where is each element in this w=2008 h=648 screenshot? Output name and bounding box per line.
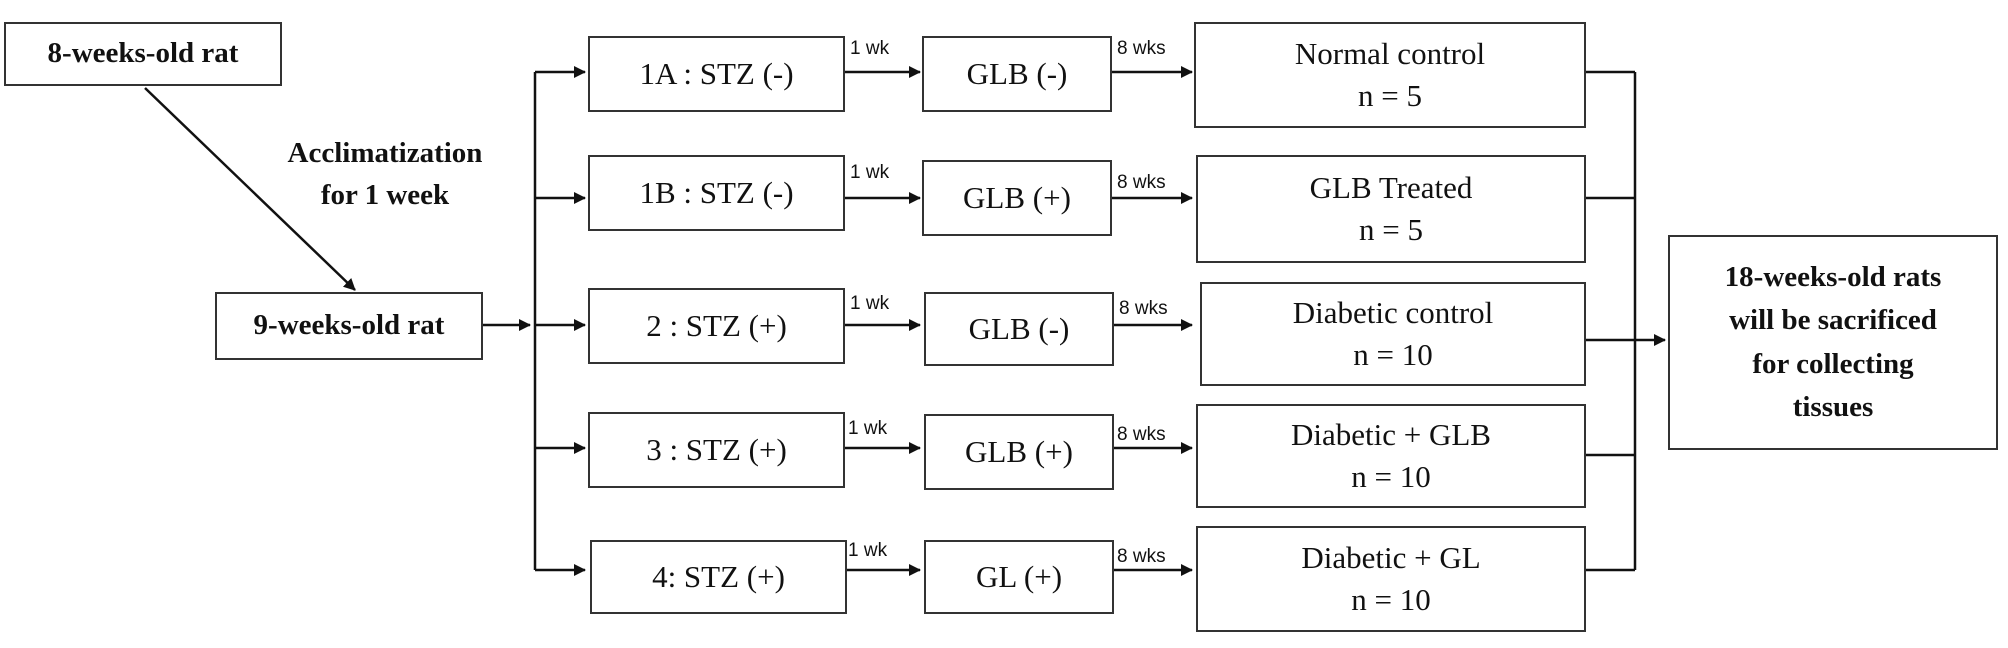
duration-8wks-2: 8 wks [1119, 298, 1168, 319]
stz-box-1b: 1B : STZ (-) [588, 155, 845, 231]
outcome-n-1a: n = 5 [1358, 78, 1422, 113]
outcome-label-4: Diabetic + GL [1301, 540, 1481, 576]
treatment-box-3: GLB (+) [924, 414, 1114, 490]
acclimatization-label: Acclimatization for 1 week [250, 132, 520, 216]
treatment-label-1b: GLB (+) [963, 180, 1071, 216]
stz-box-4: 4: STZ (+) [590, 540, 847, 614]
outcome-box-3: Diabetic + GLB n = 10 [1196, 404, 1586, 508]
outcome-box-1b: GLB Treated n = 5 [1196, 155, 1586, 263]
mid-label: 9-weeks-old rat [253, 309, 445, 342]
final-line3: for collecting [1752, 347, 1914, 380]
final-line1: 18-weeks-old rats [1724, 260, 1942, 293]
duration-8wks-4: 8 wks [1117, 546, 1166, 567]
duration-1wk-4: 1 wk [848, 540, 888, 561]
outcome-label-1b: GLB Treated [1309, 170, 1473, 206]
treatment-box-1a: GLB (-) [922, 36, 1112, 112]
mid-box: 9-weeks-old rat [215, 292, 483, 360]
treatment-label-4: GL (+) [975, 559, 1063, 595]
duration-8wks-1a: 8 wks [1117, 38, 1166, 59]
outcome-box-4: Diabetic + GL n = 10 [1196, 526, 1586, 632]
outcome-n-2: n = 10 [1353, 337, 1433, 372]
duration-1wk-2: 1 wk [850, 293, 890, 314]
stz-label-2: 2 : STZ (+) [646, 308, 787, 344]
treatment-box-2: GLB (-) [924, 292, 1114, 366]
treatment-label-3: GLB (+) [965, 434, 1073, 470]
duration-8wks-1b: 8 wks [1117, 172, 1166, 193]
duration-1wk-3: 1 wk [848, 418, 888, 439]
outcome-label-3: Diabetic + GLB [1291, 417, 1491, 453]
acclimatization-arrow [144, 87, 356, 291]
outcome-n-1b: n = 5 [1359, 212, 1423, 247]
duration-8wks-3: 8 wks [1117, 424, 1166, 445]
start-box: 8-weeks-old rat [4, 22, 282, 86]
final-box: 18-weeks-old rats will be sacrificed for… [1668, 235, 1998, 450]
final-line2: will be sacrificed [1729, 304, 1937, 336]
treatment-label-1a: GLB (-) [966, 56, 1068, 92]
stz-label-1b: 1B : STZ (-) [639, 175, 794, 211]
stz-label-1a: 1A : STZ (-) [639, 56, 794, 92]
acclimatization-line2: for 1 week [320, 179, 450, 212]
outcome-n-3: n = 10 [1351, 459, 1431, 494]
stz-box-3: 3 : STZ (+) [588, 412, 845, 488]
stz-box-2: 2 : STZ (+) [588, 288, 845, 364]
duration-1wk-1a: 1 wk [850, 38, 890, 59]
treatment-box-1b: GLB (+) [922, 160, 1112, 236]
stz-label-4: 4: STZ (+) [652, 559, 785, 595]
outcome-n-4: n = 10 [1351, 582, 1431, 617]
stz-box-1a: 1A : STZ (-) [588, 36, 845, 112]
outcome-box-2: Diabetic control n = 10 [1200, 282, 1586, 386]
acclimatization-line1: Acclimatization [287, 137, 483, 169]
final-line4: tissues [1792, 391, 1874, 423]
duration-1wk-1b: 1 wk [850, 162, 890, 183]
outcome-box-1a: Normal control n = 5 [1194, 22, 1586, 128]
stz-label-3: 3 : STZ (+) [646, 432, 787, 468]
outcome-label-2: Diabetic control [1292, 295, 1494, 331]
start-label: 8-weeks-old rat [47, 37, 239, 70]
treatment-label-2: GLB (-) [968, 311, 1070, 347]
treatment-box-4: GL (+) [924, 540, 1114, 614]
outcome-label-1a: Normal control [1294, 36, 1486, 72]
